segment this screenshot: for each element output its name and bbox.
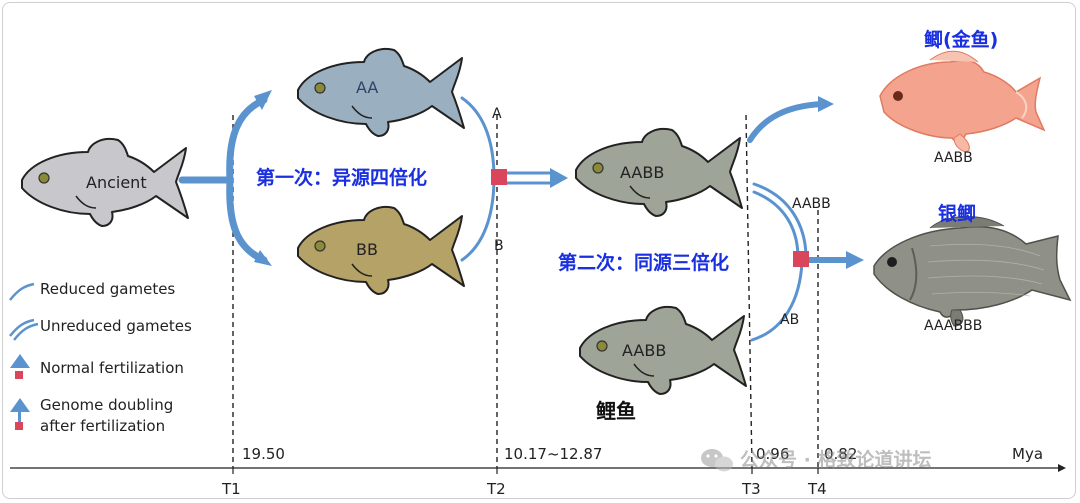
fish-label-bb: BB	[356, 240, 378, 259]
t2-label: T2	[486, 480, 506, 498]
t1-value: 19.50	[242, 445, 285, 463]
watermark: 公众号 · 格致论道讲坛	[701, 448, 931, 472]
fish-label-aabb-top: AABB	[620, 163, 664, 182]
silver-crucian-label: 银鲫	[938, 202, 976, 225]
legend-doubling-triangle	[10, 398, 30, 412]
event-first-allotetraploidy: 第一次：异源四倍化	[256, 166, 427, 189]
unreduced-arc-outer	[752, 182, 808, 260]
fish-label-aa: AA	[356, 78, 378, 97]
legend-doubling-square	[15, 422, 23, 430]
goldfish-image	[879, 50, 1046, 153]
legend-doubling-label-1: Genome doubling	[40, 396, 173, 414]
timeline-labels: 19.50 10.17~12.87 0.96 0.82 Mya T1 T2 T3…	[221, 445, 1043, 498]
fish-aa: AA	[297, 47, 465, 138]
gamete-label-a: A	[492, 106, 502, 122]
gamete-label-ab: AB	[780, 312, 799, 328]
arrow-to-goldfish	[747, 101, 825, 143]
legend-normal-square	[15, 371, 23, 379]
gamete-label-b: B	[494, 238, 504, 254]
legend-doubling-label-2: after fertilization	[40, 417, 165, 435]
reduced-gamete-arc-ab	[460, 96, 496, 262]
legend-unreduced-label: Unreduced gametes	[40, 317, 192, 335]
t3-value: 0.96	[756, 445, 789, 463]
watermark-text: 公众号 · 格致论道讲坛	[740, 448, 931, 471]
time-axis	[10, 464, 1066, 474]
fish-bb: BB	[297, 205, 465, 295]
reduced-gamete-arc-ab-lower	[750, 260, 804, 342]
t2-value: 10.17~12.87	[504, 445, 602, 463]
silver-crucian-genome: AAABBB	[924, 318, 982, 334]
t1-label: T1	[221, 480, 241, 498]
fish-aabb-carp: AABB	[579, 305, 747, 395]
carp-label: 鲤鱼	[596, 399, 636, 423]
legend-doubling-stem	[18, 412, 21, 422]
legend-reduced-label: Reduced gametes	[40, 280, 175, 298]
silver-crucian-image	[873, 216, 1072, 327]
t4-label: T4	[807, 480, 827, 498]
arrowheads	[254, 90, 864, 269]
legend: Reduced gametes Unreduced gametes Normal…	[9, 280, 192, 435]
legend-normal-triangle	[10, 354, 30, 368]
fish-label-aabb-bottom: AABB	[622, 341, 666, 360]
arrow-split-arc	[226, 96, 268, 264]
marker-autotriploid	[793, 251, 809, 267]
gamete-label-aabb: AABB	[792, 196, 831, 212]
fish-aabb-top: AABB	[575, 127, 743, 217]
goldfish-label: 鲫(金鱼)	[924, 28, 998, 51]
legend-reduced-symbol	[9, 282, 35, 301]
event-second-autotriploidy: 第二次：同源三倍化	[558, 251, 729, 274]
fish-label-ancient: Ancient	[86, 173, 147, 192]
legend-normal-label: Normal fertilization	[40, 359, 184, 377]
divider-t3	[745, 114, 753, 469]
legend-unreduced-symbol-b	[13, 322, 39, 341]
time-unit: Mya	[1012, 445, 1043, 463]
marker-allotetraploid	[491, 169, 507, 185]
unreduced-arc-inner	[752, 190, 800, 260]
wechat-icon	[701, 449, 733, 472]
t3-label: T3	[741, 480, 761, 498]
t4-value: 0.82	[824, 445, 857, 463]
goldfish-genome: AABB	[934, 150, 973, 166]
lineage-arrows	[178, 96, 851, 342]
legend-unreduced-symbol-a	[9, 318, 35, 337]
fish-ancient: Ancient	[21, 137, 189, 227]
